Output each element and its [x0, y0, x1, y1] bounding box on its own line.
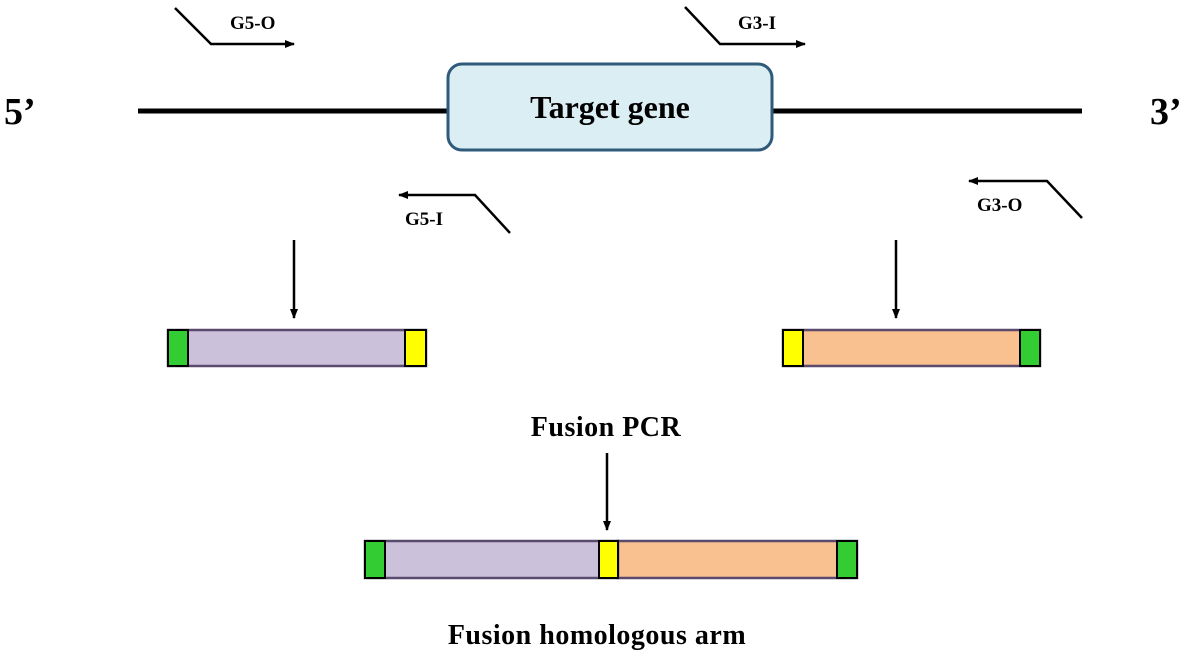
fused-left-arm-body: [363, 539, 620, 580]
primer-g3-o-arrow: [968, 177, 1083, 219]
right-arm-outer-tag: [1019, 329, 1041, 367]
primer-g5-i-arrow: [398, 191, 511, 234]
left-arm-body: [166, 328, 428, 368]
fused-left-outer-tag: [364, 540, 386, 579]
left-arm-fragment: [166, 328, 428, 368]
primer-g3-o: G3-O: [968, 177, 1083, 219]
primer-g3-i-arrow: [684, 6, 806, 48]
three-prime-label: 3’: [1150, 91, 1182, 133]
fused-right-arm-body: [616, 539, 859, 580]
fused-right-outer-tag: [836, 540, 858, 579]
fused-junction-tag: [598, 540, 619, 579]
primer-g5-i-label: G5-I: [405, 209, 443, 230]
primer-g3-i-label: G3-I: [738, 13, 776, 34]
left-arm-outer-tag: [167, 329, 189, 367]
right-arm-fragment: [781, 328, 1042, 368]
primer-g5-o-arrow: [174, 7, 295, 48]
right-arm-inner-tag: [782, 329, 804, 367]
fusion-homologous-arm-fragment: [363, 539, 859, 580]
primer-g3-i: G3-I: [684, 6, 806, 48]
five-prime-label: 5’: [4, 91, 36, 133]
left-arm-inner-tag: [404, 329, 427, 367]
fusion-pcr-label: Fusion PCR: [531, 412, 682, 443]
right-arm-body: [781, 328, 1042, 368]
primer-g5-i: G5-I: [398, 191, 511, 234]
primer-g5-o: G5-O: [174, 7, 295, 48]
target-gene-label: Target gene: [530, 89, 690, 125]
fusion-homologous-arm-label: Fusion homologous arm: [448, 620, 746, 651]
primer-g3-o-label: G3-O: [977, 195, 1022, 216]
target-gene-box: [446, 62, 774, 152]
primer-g5-o-label: G5-O: [230, 13, 275, 34]
